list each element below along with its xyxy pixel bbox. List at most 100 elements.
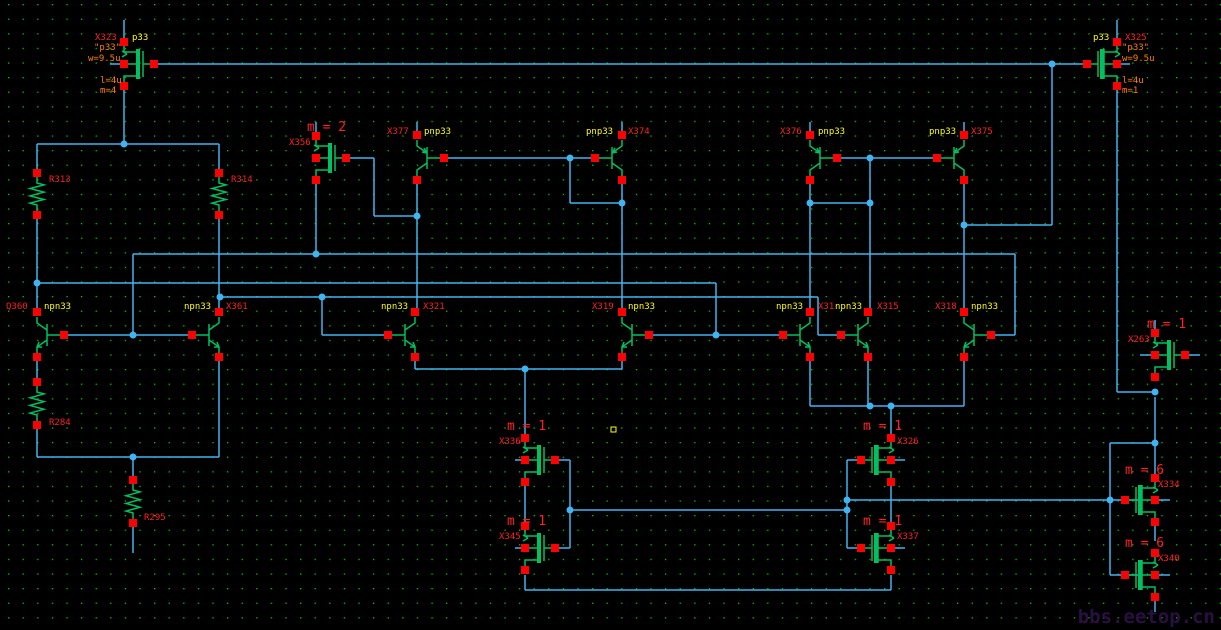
- pin: [1113, 38, 1121, 46]
- junction-dot: [33, 279, 41, 287]
- pin: [1151, 496, 1159, 504]
- junction-dot: [216, 293, 224, 301]
- npn-x321-arrow: [410, 341, 416, 348]
- junction-dot: [1048, 60, 1056, 68]
- label-x375-id: X375: [971, 127, 993, 137]
- pin: [411, 353, 419, 361]
- npn-x318-arrow: [963, 341, 969, 348]
- pin: [521, 456, 529, 464]
- pin: [129, 476, 137, 484]
- label-x31-model: npn33: [776, 302, 803, 312]
- junction-dot: [521, 365, 529, 373]
- npn-q360-arrow: [36, 341, 42, 348]
- pin: [887, 566, 895, 574]
- pin: [806, 176, 814, 184]
- label-x361-id: X361: [226, 302, 248, 312]
- nmos-x337-channel: [874, 533, 878, 563]
- label-x336-id: X336: [499, 437, 521, 447]
- label-x334-mult: m = 6: [1125, 463, 1164, 478]
- pin: [1113, 60, 1121, 68]
- label-r314-id: R314: [231, 175, 253, 185]
- junction-dot: [1106, 496, 1114, 504]
- pin: [342, 154, 350, 162]
- junction-dot: [866, 199, 874, 207]
- pin: [618, 353, 626, 361]
- label-x334-id: X334: [1158, 480, 1180, 490]
- label-x337-mult: m = 1: [863, 514, 902, 529]
- junction-dot: [1151, 439, 1159, 447]
- pin: [1151, 373, 1159, 381]
- label-r295-id: R295: [144, 513, 166, 523]
- label-x321-model: npn33: [381, 302, 408, 312]
- pin: [33, 169, 41, 177]
- label-q360-id: Q360: [6, 302, 28, 312]
- pin: [1113, 82, 1121, 90]
- pin: [618, 308, 626, 316]
- junction-dot: [566, 506, 574, 514]
- pin: [521, 478, 529, 486]
- pin: [887, 522, 895, 530]
- label-x325-model: p33: [1093, 33, 1109, 43]
- npn-x31: [783, 317, 811, 353]
- label-x31-id: X31: [818, 302, 834, 312]
- npn-x361: [192, 317, 220, 353]
- pnp-x376-arrow: [814, 147, 821, 154]
- pin: [120, 38, 128, 46]
- junction-dot: [866, 154, 874, 162]
- label-x340-mult: m = 6: [1125, 536, 1164, 551]
- pin: [933, 154, 941, 162]
- label-x323-params: w=9.5u: [88, 54, 121, 64]
- junction-dot: [618, 199, 626, 207]
- resistor-r314: [209, 177, 229, 211]
- pin: [215, 353, 223, 361]
- pin: [1151, 474, 1159, 482]
- label-x336-mult: m = 1: [507, 419, 546, 434]
- pin: [33, 211, 41, 219]
- pin: [887, 478, 895, 486]
- npn-x318: [963, 317, 991, 353]
- pnp-x374-arrow: [611, 147, 618, 154]
- label-x315-model: npn33: [835, 302, 862, 312]
- pins: [33, 38, 1189, 601]
- label-x323-params: "p33": [94, 43, 121, 53]
- junction-dot: [318, 293, 326, 301]
- junction-dot: [413, 212, 421, 220]
- label-x374-id: X374: [628, 127, 650, 137]
- pin: [150, 60, 158, 68]
- pin: [60, 331, 68, 339]
- pin: [887, 456, 895, 464]
- resistor-r284: [27, 386, 47, 421]
- pin: [837, 331, 845, 339]
- pin: [779, 331, 787, 339]
- label-x323-params: m=4: [100, 86, 116, 96]
- pin: [215, 169, 223, 177]
- pin: [1121, 496, 1129, 504]
- cursor-marker: [610, 426, 617, 433]
- junction-dot: [866, 402, 874, 410]
- junction-dot: [960, 221, 968, 229]
- label-q360-model: npn33: [44, 302, 71, 312]
- label-x325-params: l=4u: [1122, 76, 1144, 86]
- label-r284-id: R284: [49, 418, 71, 428]
- label-x263-id: X263: [1128, 335, 1150, 345]
- pin: [215, 308, 223, 316]
- pin: [521, 566, 529, 574]
- pin: [411, 308, 419, 316]
- npn-x321: [388, 317, 416, 353]
- label-x325-params: m=1: [1122, 86, 1138, 96]
- pmos-x325-channel: [1100, 49, 1104, 79]
- npn-x319-arrow: [621, 341, 627, 348]
- label-x326-mult: m = 1: [863, 419, 902, 434]
- pin: [120, 82, 128, 90]
- pnp-x375-arrow: [953, 147, 960, 154]
- label-x376-id: X376: [780, 127, 802, 137]
- pin: [312, 154, 320, 162]
- npn-x319: [621, 317, 649, 353]
- pin: [188, 331, 196, 339]
- pin: [887, 544, 895, 552]
- pin: [551, 544, 559, 552]
- label-x375-model: pnp33: [929, 127, 956, 137]
- pin: [1151, 329, 1159, 337]
